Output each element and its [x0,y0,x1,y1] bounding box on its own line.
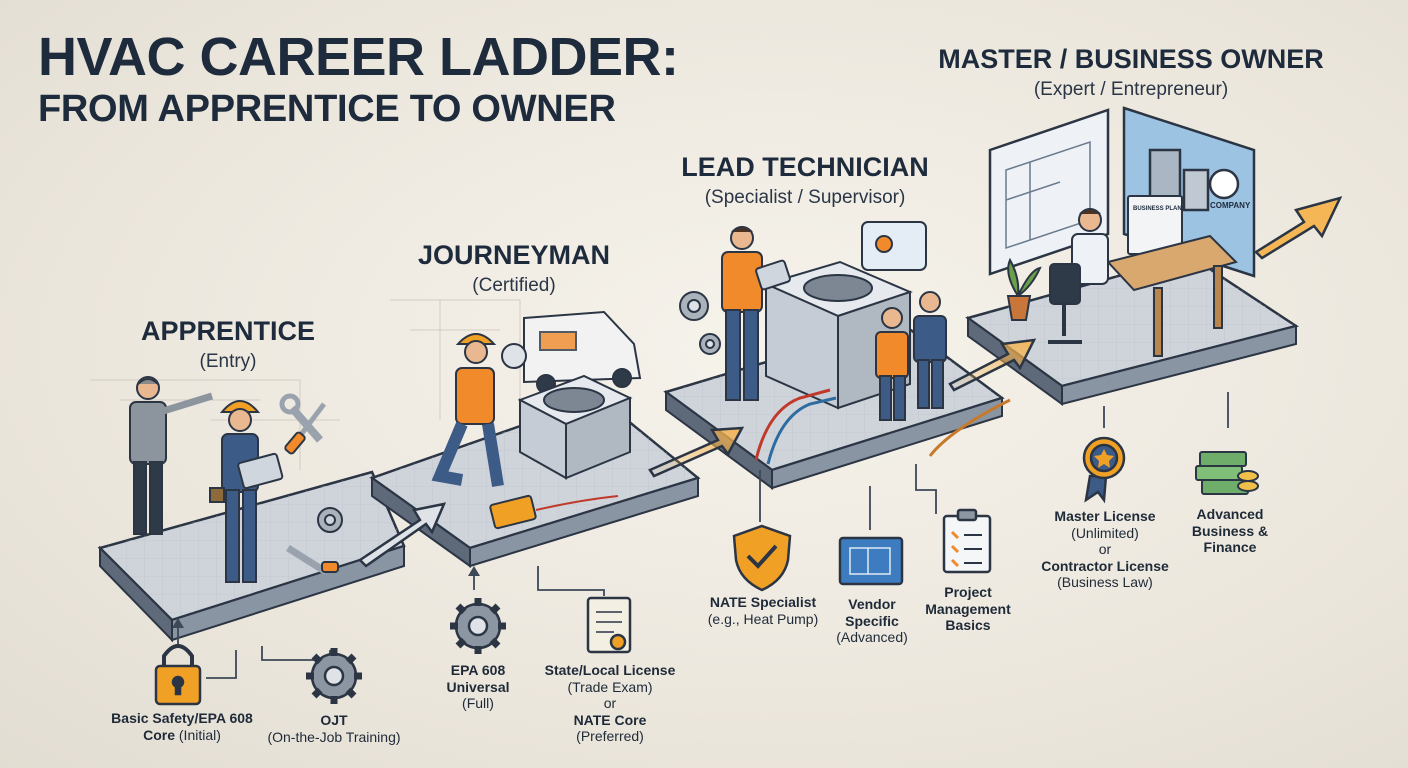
business-owner-figure [1048,208,1109,344]
speech-bubble-icon [861,221,927,271]
req-ojt: OJT (On-the-Job Training) [267,712,401,745]
stage-subtitle: (Certified) [472,275,556,297]
stage-subtitle: (Specialist / Supervisor) [704,187,906,209]
certificate-scroll-icon [586,596,632,654]
stage-name: JOURNEYMAN [417,240,611,270]
stage-lead-technician: LEAD TECHNICIAN (Specialist / Supervisor… [660,152,950,209]
blueprint-icon [838,536,904,586]
req-state-license: State/Local License (Trade Exam) or NATE… [544,662,676,745]
progress-arrow-3 [948,338,1037,392]
lead-technician-figure [721,226,791,401]
req-project-management: Project Management Basics [925,584,1011,634]
wrench-screwdriver-icon [279,393,326,455]
service-van [523,310,642,394]
stage-name: APPRENTICE [140,316,316,346]
money-stack-icon [1195,451,1259,495]
multimeter-icon [489,494,619,530]
req-master-license: Master License (Unlimited) or Contractor… [1041,508,1169,591]
mentor-figure [129,376,214,535]
team-member-figures [875,291,947,421]
award-badge-icon [1082,436,1126,504]
progress-arrow-1 [358,502,447,568]
title-line-2: FROM APPRENTICE TO OWNER [38,88,616,130]
shield-check-icon [732,524,792,592]
stage-name: LEAD TECHNICIAN [681,152,929,182]
gear-decoration-icon [679,291,721,355]
connector-arrowheads [172,566,480,628]
req-vendor: Vendor Specific (Advanced) [836,596,908,646]
stage-subtitle: (Expert / Entrepreneur) [1033,79,1229,101]
progress-arrow-final [1254,196,1343,260]
tools-on-floor-icon [286,507,343,575]
gear-icon-epa608 [450,598,506,654]
pipes [754,388,1011,465]
ac-condenser-unit [517,374,633,480]
gear-icon [306,648,362,704]
desk [1106,234,1238,357]
journeyman-figure [431,333,527,487]
stage-name: MASTER / BUSINESS OWNER [938,44,1324,74]
business-plan-label: BUSINESS PLAN [1133,206,1182,212]
progress-arrow-2 [648,426,745,478]
stage-subtitle: (Entry) [199,351,257,373]
clipboard-checklist-icon [942,508,992,574]
apprentice-figure [209,400,284,583]
req-basic-safety: Basic Safety/EPA 608 Core (Initial) [111,710,253,743]
page-title: HVAC CAREER LADDER: FROM APPRENTICE TO O… [38,30,679,128]
stage-journeyman: JOURNEYMAN (Certified) [404,240,624,297]
padlock-icon [154,644,202,706]
title-line-1: HVAC CAREER LADDER: [38,27,679,87]
req-nate-specialist: NATE Specialist (e.g., Heat Pump) [707,594,819,627]
req-business-finance: Advanced Business & Finance [1191,506,1269,556]
stage-apprentice: APPRENTICE (Entry) [138,316,318,373]
company-logo-text: COMPANY [1210,201,1251,210]
req-epa608: EPA 608 Universal (Full) [446,662,510,712]
potted-plant-icon [1006,257,1042,321]
stage-master: MASTER / BUSINESS OWNER (Expert / Entrep… [918,44,1344,101]
